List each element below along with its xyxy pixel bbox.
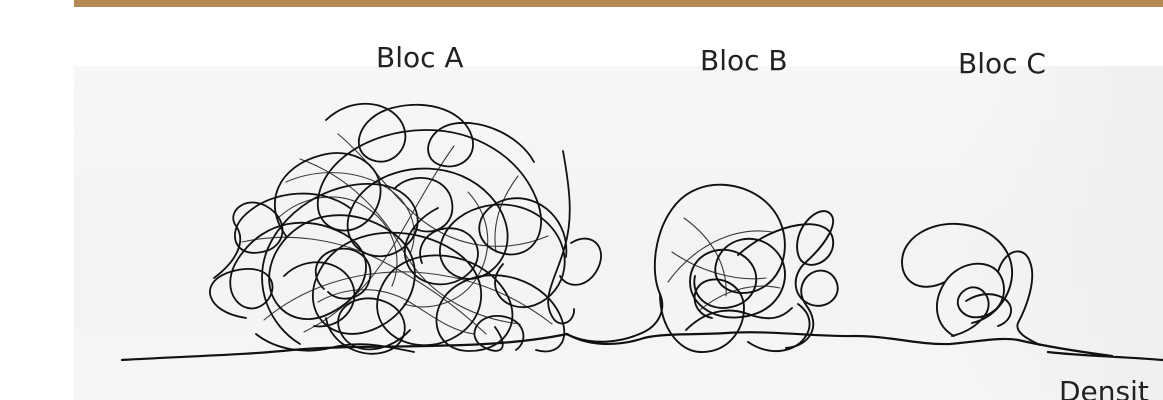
bloc-b-inner-strands: [668, 218, 780, 310]
bloc-c-label: Bloc C: [958, 50, 1046, 78]
bloc-a-inner-strands: [242, 134, 552, 334]
bloc-c-coil: [902, 224, 1040, 345]
density-axis-label: Densit: [1059, 378, 1149, 400]
bloc-b-label: Bloc B: [700, 47, 788, 75]
bloc-a-label: Bloc A: [376, 44, 464, 72]
